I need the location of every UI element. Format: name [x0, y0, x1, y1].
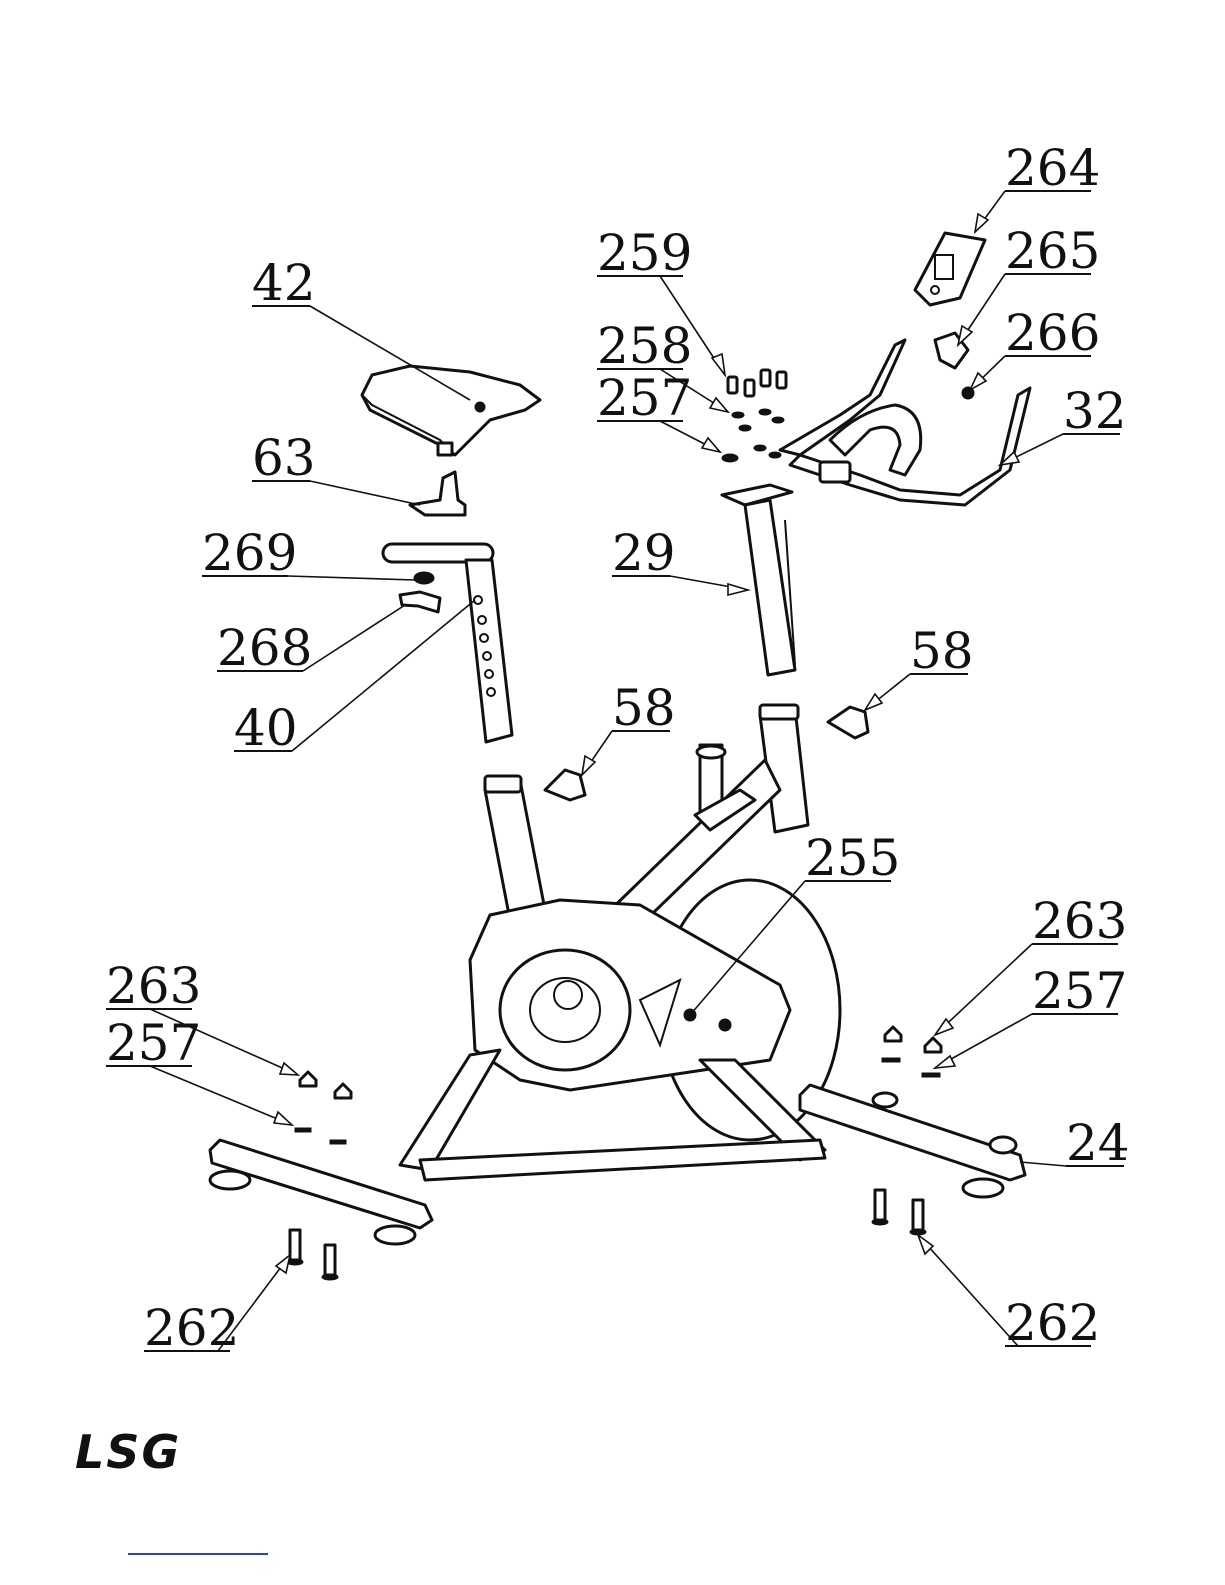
label-40: 40 — [234, 699, 298, 757]
label-266: 266 — [1005, 304, 1100, 362]
label-42: 42 — [252, 254, 316, 312]
callout-257-right: 257 — [935, 962, 1127, 1068]
label-257-right: 257 — [1032, 962, 1127, 1020]
footer-rule — [128, 1553, 268, 1555]
left-stabilizer-part — [210, 1140, 432, 1244]
callout-268: 268 — [217, 605, 405, 677]
label-32: 32 — [1063, 382, 1127, 440]
callout-262-right: 262 — [918, 1235, 1100, 1352]
label-259: 259 — [597, 224, 692, 282]
label-255: 255 — [805, 829, 900, 887]
callout-24: 24 — [1020, 1114, 1130, 1172]
knob-right-part — [828, 707, 868, 738]
callout-266: 266 — [970, 304, 1100, 390]
label-264: 264 — [1005, 139, 1100, 197]
label-257-left: 257 — [106, 1014, 201, 1072]
bike-frame-part — [400, 705, 840, 1180]
label-257-top: 257 — [597, 369, 692, 427]
label-265: 265 — [1005, 222, 1100, 280]
callout-63: 63 — [252, 429, 420, 505]
handlebar-post-part — [722, 485, 795, 675]
adjust-knob-part — [400, 572, 440, 612]
label-263-left: 263 — [106, 957, 201, 1015]
console-part — [915, 233, 985, 305]
knob-left-part — [545, 770, 585, 800]
callout-58-left: 58 — [582, 679, 676, 775]
label-258: 258 — [597, 317, 692, 375]
callout-29: 29 — [612, 524, 748, 595]
label-268: 268 — [217, 619, 312, 677]
bolts-left-part — [287, 1230, 338, 1280]
callout-257-left: 257 — [106, 1014, 292, 1125]
label-263-right: 263 — [1032, 892, 1127, 950]
label-24: 24 — [1066, 1114, 1130, 1172]
seat-post-part — [383, 544, 512, 742]
label-262-right: 262 — [1005, 1294, 1100, 1352]
seat-clamp-part — [410, 472, 465, 515]
label-262-left: 262 — [144, 1299, 239, 1357]
handlebar-part — [780, 340, 1030, 505]
label-58-right: 58 — [910, 622, 974, 680]
callout-257-top: 257 — [597, 369, 720, 452]
label-29: 29 — [612, 524, 676, 582]
callout-262-left: 262 — [144, 1255, 290, 1357]
handlebar-caps-part — [722, 370, 786, 462]
callout-58-right: 58 — [865, 622, 974, 710]
label-58-left: 58 — [612, 679, 676, 737]
cap-washers-right-part — [882, 1027, 941, 1077]
brand-logo: LSG — [75, 1425, 181, 1479]
callout-264: 264 — [975, 139, 1100, 232]
right-stabilizer-part — [800, 1085, 1025, 1197]
cap-washers-left-part — [295, 1072, 351, 1144]
label-63: 63 — [252, 429, 316, 487]
seat-part — [362, 366, 540, 455]
label-269: 269 — [202, 524, 297, 582]
bolts-right-part — [872, 1190, 926, 1235]
